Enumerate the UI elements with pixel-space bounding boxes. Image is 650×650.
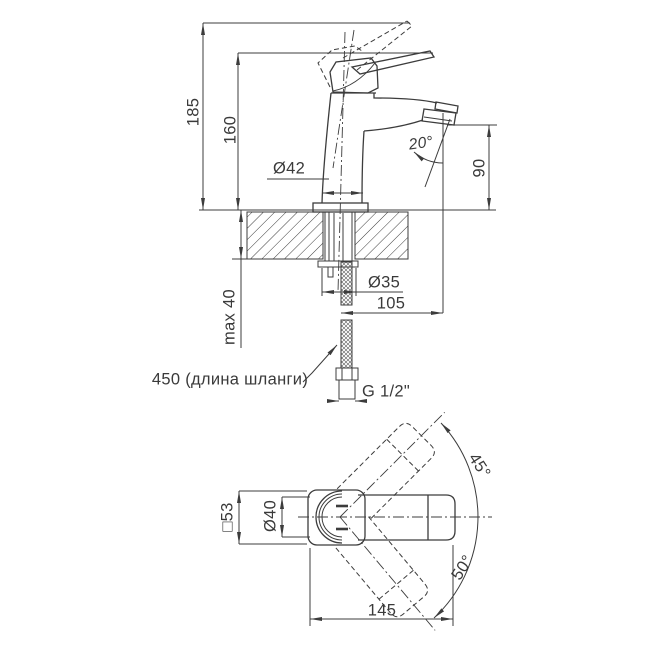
flex-hose [335,261,359,400]
hose-fitting [338,379,356,400]
base-flange [312,202,369,213]
mounting-washer [317,260,359,268]
top-view-linework [237,412,492,631]
dim-label-mount-hole-diameter: Ø35 [367,273,401,292]
dimension-lines-side [201,22,497,403]
hose-nut [335,367,359,381]
faucet-body [312,92,459,213]
dim-label-spout-outlet-height: 90 [470,158,489,178]
top-view-body-arcs [315,490,348,544]
dim-label-overall-height: 185 [184,97,203,127]
dim-label-body-diameter: Ø40 [261,499,280,533]
dim-label-height-to-handle: 160 [221,115,240,145]
countertop-hatch-left [246,211,324,260]
dim-label-spout-length: 145 [367,601,397,620]
dim-label-base-square: □53 [218,502,237,532]
top-view-flange [307,489,366,546]
dim-label-max-mount-thickness: max 40 [220,289,239,345]
spout-swivel-up-outline [336,412,445,521]
handle-raised-dashed [317,20,413,88]
mounting-stud [327,266,334,278]
swivel-arc [433,422,479,619]
countertop-hatch-right [354,211,409,260]
dim-label-thread-size: G 1/2" [361,382,411,401]
dim-label-hose-length: 450 (длина шланги) [151,370,309,389]
countertop [199,209,496,260]
side-view-linework [199,20,497,403]
dimension-lines-top [237,490,454,626]
spout-swivel-down-outline [333,516,436,631]
mounting-shank [317,212,359,278]
spout-tip [434,101,459,114]
dim-label-spout-angle: 20° [407,133,435,154]
dim-label-spout-reach: 105 [376,294,406,313]
handle-lever [329,50,436,94]
dim-label-base-diameter: Ø42 [272,159,306,178]
